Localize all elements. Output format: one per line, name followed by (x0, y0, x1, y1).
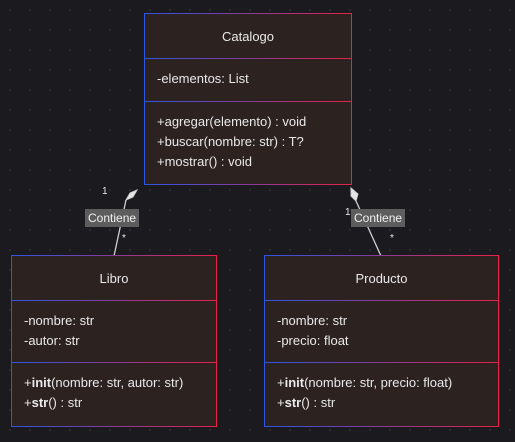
multiplicity-target-libro: * (122, 233, 126, 244)
class-producto-methods: +init(nombre: str, precio: float) +str()… (265, 362, 498, 426)
attribute: -autor: str (24, 333, 80, 348)
multiplicity-target-producto: * (390, 233, 394, 244)
relation-label-libro[interactable]: Contiene (85, 209, 140, 227)
class-catalogo-name: Catalogo (221, 28, 275, 44)
relation-label-producto[interactable]: Contiene (351, 209, 406, 227)
class-catalogo[interactable]: Catalogo -elementos: List +agregar(eleme… (144, 13, 352, 185)
class-producto-name: Producto (355, 270, 408, 286)
attribute: -elementos: List (157, 71, 249, 86)
class-libro-methods: +init(nombre: str, autor: str) +str() : … (12, 362, 216, 426)
method: +str() : str (24, 395, 83, 410)
attribute: -precio: float (277, 333, 349, 348)
class-producto[interactable]: Producto -nombre: str -precio: float +in… (264, 255, 499, 427)
class-catalogo-attributes: -elementos: List (145, 58, 351, 101)
class-libro[interactable]: Libro -nombre: str -autor: str +init(nom… (11, 255, 217, 427)
class-catalogo-methods: +agregar(elemento) : void +buscar(nombre… (145, 101, 351, 184)
composition-diamond-producto (350, 186, 359, 202)
method: +init(nombre: str, precio: float) (277, 375, 453, 390)
composition-diamond-libro (124, 188, 139, 202)
method: +mostrar() : void (157, 154, 252, 169)
class-libro-name: Libro (99, 270, 129, 286)
attribute: -nombre: str (24, 313, 95, 328)
method: +agregar(elemento) : void (157, 114, 307, 129)
class-libro-attributes: -nombre: str -autor: str (12, 300, 216, 362)
method: +str() : str (277, 395, 336, 410)
multiplicity-source-libro: 1 (102, 186, 108, 197)
multiplicity-source-producto: 1 (345, 207, 351, 218)
method: +init(nombre: str, autor: str) (24, 375, 184, 390)
method: +buscar(nombre: str) : T? (157, 134, 304, 149)
attribute: -nombre: str (277, 313, 348, 328)
class-producto-attributes: -nombre: str -precio: float (265, 300, 498, 362)
